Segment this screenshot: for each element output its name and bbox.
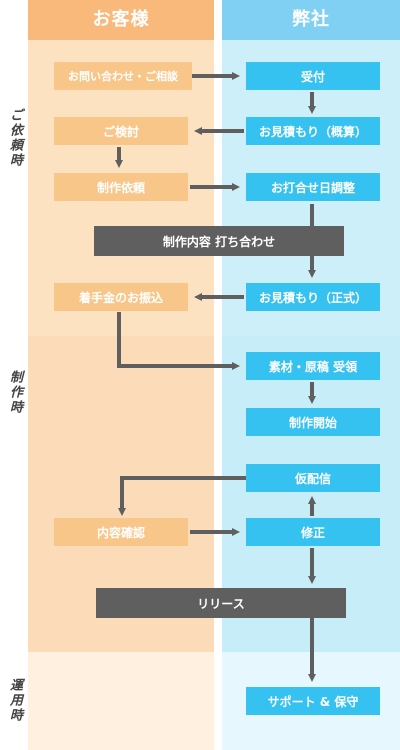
operation-band-customer bbox=[28, 652, 214, 750]
step-consideration: ご検討 bbox=[54, 117, 188, 145]
arrow-preview-to-review bbox=[118, 476, 246, 516]
customer-column-header: お客様 bbox=[28, 0, 214, 40]
step-estimate-rough: お見積もり（概算） bbox=[246, 117, 380, 145]
step-support: サポート & 保守 bbox=[246, 687, 380, 715]
step-review: 内容確認 bbox=[54, 518, 188, 546]
step-start: 制作開始 bbox=[246, 408, 380, 436]
step-preview: 仮配信 bbox=[246, 464, 380, 492]
company-column-header: 弊社 bbox=[222, 0, 400, 40]
step-materials: 素材・原稿 受領 bbox=[246, 352, 380, 380]
step-order: 制作依頼 bbox=[54, 173, 188, 201]
step-reception: 受付 bbox=[246, 62, 380, 90]
phase-label-production: 制作時 bbox=[7, 370, 22, 415]
step-release: リリース bbox=[96, 588, 346, 618]
step-meeting: 制作内容 打ち合わせ bbox=[94, 226, 344, 256]
step-fix: 修正 bbox=[246, 518, 380, 546]
phase-label-request: ご依頼時 bbox=[7, 108, 22, 168]
step-inquiry: お問い合わせ・ご相談 bbox=[54, 62, 192, 90]
step-estimate-formal: お見積もり（正式） bbox=[246, 283, 380, 311]
arrow-deposit-to-materials bbox=[117, 312, 240, 370]
step-schedule: お打合せ日調整 bbox=[246, 173, 380, 201]
step-deposit: 着手金のお振込 bbox=[54, 283, 188, 311]
phase-label-operation: 運用時 bbox=[7, 678, 22, 723]
